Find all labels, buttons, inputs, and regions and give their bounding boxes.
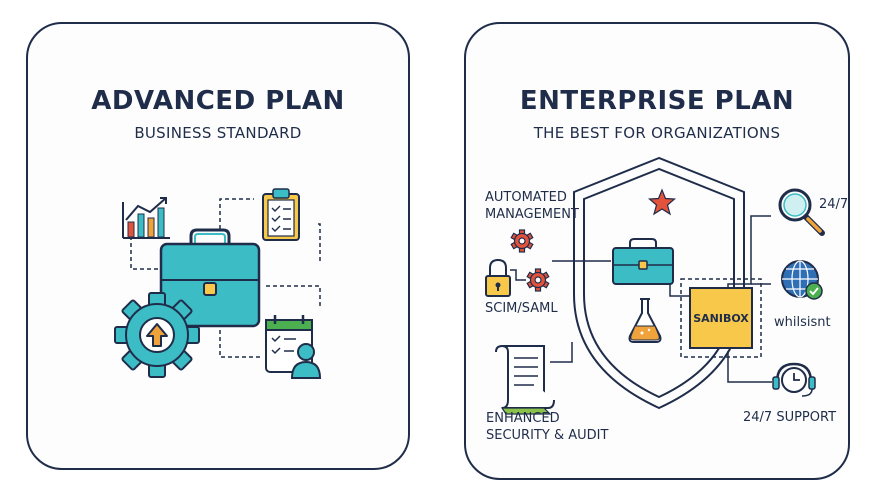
dashed-connectors	[130, 198, 321, 358]
calendar-user-icon	[265, 315, 322, 379]
headset-clock-icon	[772, 362, 816, 397]
sandbox-box	[680, 278, 762, 358]
gear-upload-icon	[114, 292, 200, 378]
advanced-plan-illustration	[114, 188, 322, 379]
scim-saml-label: SCIM/SAML	[485, 301, 558, 316]
enterprise-plan-card[interactable]: ENTERPRISE PLAN THE BEST FOR ORGANIZATIO…	[464, 22, 850, 480]
advanced-plan-subtitle: BUSINESS STANDARD	[134, 124, 302, 142]
gear-icon	[510, 229, 550, 292]
globe-check-icon	[781, 260, 823, 300]
flask-icon	[628, 298, 662, 343]
enhanced-label-line1: ENHANCED	[486, 411, 560, 426]
support-label: 24/7 SUPPORT	[743, 410, 837, 425]
automated-label-line1: AUTOMATED	[485, 190, 567, 205]
star-icon	[647, 188, 677, 216]
enterprise-plan-subtitle: THE BEST FOR ORGANIZATIONS	[533, 124, 781, 142]
enhanced-label-line2: SECURITY & AUDIT	[486, 428, 609, 443]
advanced-plan-title: ADVANCED PLAN	[91, 86, 345, 116]
advanced-plan-card[interactable]: ADVANCED PLAN BUSINESS STANDARD	[26, 22, 410, 470]
enterprise-plan-illustration	[485, 156, 825, 415]
enterprise-plan-title: ENTERPRISE PLAN	[519, 86, 795, 116]
bar-chart-icon	[122, 197, 170, 239]
magnifier-icon	[778, 188, 825, 236]
clipboard-icon	[262, 188, 300, 241]
connectors	[550, 215, 772, 383]
automated-label-line2: MANAGEMENT	[485, 207, 579, 222]
document-scroll-icon	[495, 344, 555, 415]
sandbox-label: SANIBOX	[693, 312, 749, 325]
briefcase-icon	[612, 238, 674, 285]
search-247-label: 24/7	[819, 197, 849, 212]
padlock-icon	[485, 258, 526, 297]
whitelist-label: whilsisnt	[774, 315, 831, 330]
